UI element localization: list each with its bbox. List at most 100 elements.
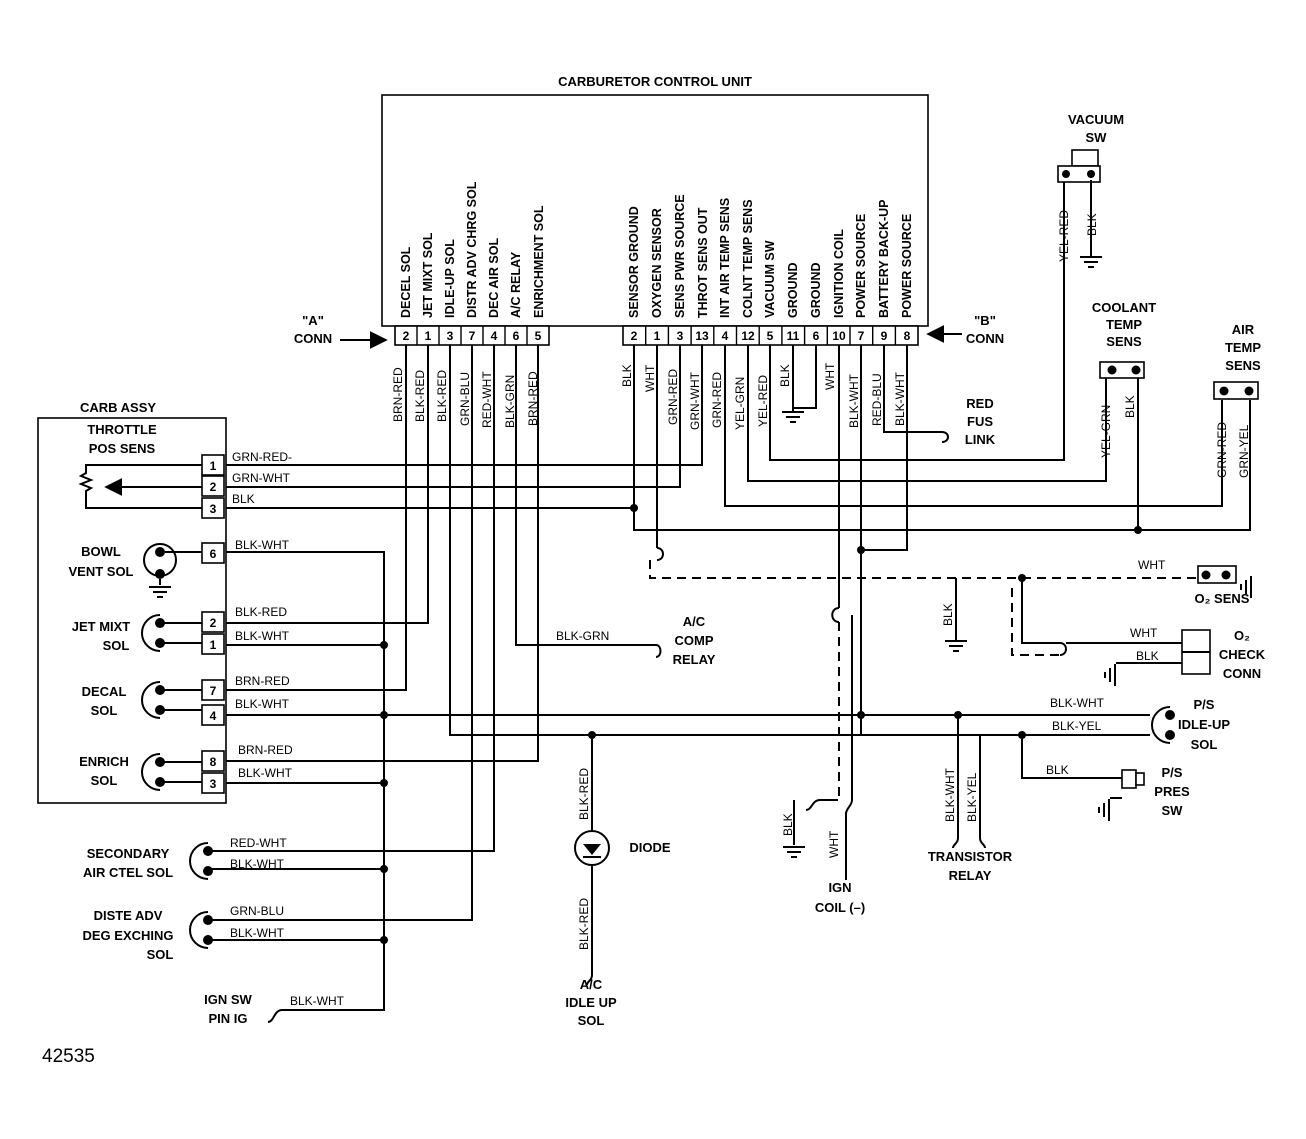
ccu-pin-label: POWER SOURCE <box>900 214 914 318</box>
pin-number: 1 <box>210 638 217 652</box>
terminal-dot <box>1131 365 1141 375</box>
air-temp-sensor-icon <box>1213 381 1259 400</box>
connector-b-pin-number: 4 <box>722 329 729 343</box>
wire-sensor-ground <box>633 345 1251 531</box>
wire-bus-branches <box>212 644 1150 941</box>
terminal-dot <box>1107 365 1117 375</box>
wire-color-label: BLK-RED <box>235 605 287 619</box>
wire-bus-main <box>226 551 385 1011</box>
connector-a-label: "A" <box>302 313 324 328</box>
vacuum-switch-icon <box>1057 149 1101 183</box>
ground-icon <box>1104 663 1116 687</box>
ccu-pin-label: SENS PWR SOURCE <box>673 194 687 318</box>
ccu-pin-label: SENSOR GROUND <box>627 206 641 318</box>
ground-icon <box>944 640 968 652</box>
ac-idle-up-sol-label: IDLE UP <box>565 995 617 1010</box>
ccu-pin-label: COLNT TEMP SENS <box>741 199 755 318</box>
wire-color-label: GRN-WHT <box>232 471 291 485</box>
wire-color-label: GRN-RED <box>1215 422 1229 478</box>
enrich-sol-label: SOL <box>91 773 118 788</box>
wire-ps-pres-sw <box>1021 735 1122 779</box>
wire-color-label: GRN-RED- <box>232 450 292 464</box>
coolant-temp-sensor-icon <box>1099 361 1145 379</box>
wire-color-label: BLK <box>232 492 255 506</box>
wire-color-label: BLK <box>941 603 955 626</box>
wire-oxygen-sensor-shielded <box>649 560 1200 579</box>
wire-color-label: RED-BLU <box>870 373 884 426</box>
wire-color-label: YEL-GRN <box>1099 405 1113 458</box>
wire-power-source-2 <box>861 345 908 551</box>
terminal-dot <box>1244 386 1254 396</box>
connector-b-pin-number: 5 <box>767 329 774 343</box>
ac-comp-relay-label: RELAY <box>673 652 716 667</box>
wires-connector-b <box>226 180 1251 880</box>
junction-dot <box>380 779 388 787</box>
vacuum-sw-label: VACUUM <box>1068 112 1124 127</box>
shield-loop-icon <box>831 607 840 623</box>
wire-color-label: YEL-RED <box>756 375 770 427</box>
pin-number: 6 <box>210 547 217 561</box>
wire-throt-sens-out <box>226 345 703 466</box>
blk-wht-bus <box>212 551 1150 1011</box>
bowl-vent-solenoid-icon <box>143 543 202 585</box>
wire-ign-coil-lead <box>845 615 853 880</box>
ccu-pin-label: THROT SENS OUT <box>696 207 710 318</box>
ccu-pin-label: IDLE-UP SOL <box>443 239 457 318</box>
ccu-pin-label: INT AIR TEMP SENS <box>718 198 732 318</box>
wire-ground-pins <box>792 345 817 411</box>
junction-dot <box>380 641 388 649</box>
secondary-air-sol-label: AIR CTEL SOL <box>83 865 173 880</box>
figure-number: 42535 <box>42 1046 95 1067</box>
wire-color-label: GRN-WHT <box>688 371 702 430</box>
wire-color-label: BLK-YEL <box>965 772 979 822</box>
wire-dec-air-sol <box>212 345 495 852</box>
pin-number: 4 <box>210 709 217 723</box>
wire-color-label: BLK-WHT <box>238 766 293 780</box>
wire-color-label: BLK <box>781 813 795 836</box>
wire-color-label: BLK <box>1136 649 1159 663</box>
solenoid-leads <box>160 622 202 644</box>
ign-sw-label: PIN IG <box>208 1011 247 1026</box>
carb-assy-box <box>37 417 227 804</box>
wire-color-label: BLK <box>1123 395 1137 418</box>
wire-o2-check-wht <box>1021 578 1060 644</box>
transistor-relay-label: TRANSISTOR <box>928 849 1013 864</box>
jet-mixt-sol-label: SOL <box>103 638 130 653</box>
wire-labels-connector-b: BLK WHT GRN-RED GRN-WHT GRN-RED YEL-GRN … <box>620 362 907 430</box>
ac-idle-up-sol-label: SOL <box>578 1013 605 1028</box>
ps-idle-up-sol-label: IDLE-UP <box>1178 717 1230 732</box>
wire-color-label: YEL-GRN <box>733 377 747 430</box>
red-fus-link-label: LINK <box>965 432 996 447</box>
wire-color-label: BLK <box>620 364 634 387</box>
connector-a-pin-number: 4 <box>491 329 498 343</box>
solenoid-leads <box>160 689 202 711</box>
enrich-sol-label: ENRICH <box>79 754 129 769</box>
junction-dot <box>954 711 962 719</box>
wire-idle-up-sol <box>449 345 1150 736</box>
ign-coil-label: IGN <box>828 880 851 895</box>
solenoid-leads <box>160 761 202 783</box>
jet-mixt-solenoid-icon <box>141 614 166 652</box>
switch-body <box>1121 769 1137 789</box>
wire-color-label: BLK-WHT <box>230 857 285 871</box>
throttle-pos-sens-label: THROTTLE <box>87 422 157 437</box>
connector-end-icon <box>1059 642 1067 656</box>
ground-icon <box>1098 798 1110 822</box>
ps-pres-sw-label: P/S <box>1162 765 1183 780</box>
wire-color-label: BLK-WHT <box>230 926 285 940</box>
vacuum-sw-label: SW <box>1086 130 1108 145</box>
connector-b-pin-number: 2 <box>631 329 638 343</box>
wire-color-label: RED-WHT <box>480 371 494 428</box>
air-temp-sens-label: TEMP <box>1225 340 1261 355</box>
ps-idle-up-sol-label: SOL <box>1191 737 1218 752</box>
wire-color-label: BLK-RED <box>577 768 591 820</box>
vacuum-switch-body <box>1057 165 1101 183</box>
transistor-relay-label: RELAY <box>949 868 992 883</box>
connector-a-pin-number: 7 <box>469 329 476 343</box>
connector-b-pin-number: 1 <box>654 329 661 343</box>
secondary-air-solenoid-icon <box>189 842 214 880</box>
ccu-pin-label: OXYGEN SENSOR <box>650 208 664 318</box>
ps-pressure-switch-icon <box>1121 769 1145 789</box>
ccu-pin-label: GROUND <box>786 262 800 318</box>
wire-ac-relay <box>515 345 656 646</box>
